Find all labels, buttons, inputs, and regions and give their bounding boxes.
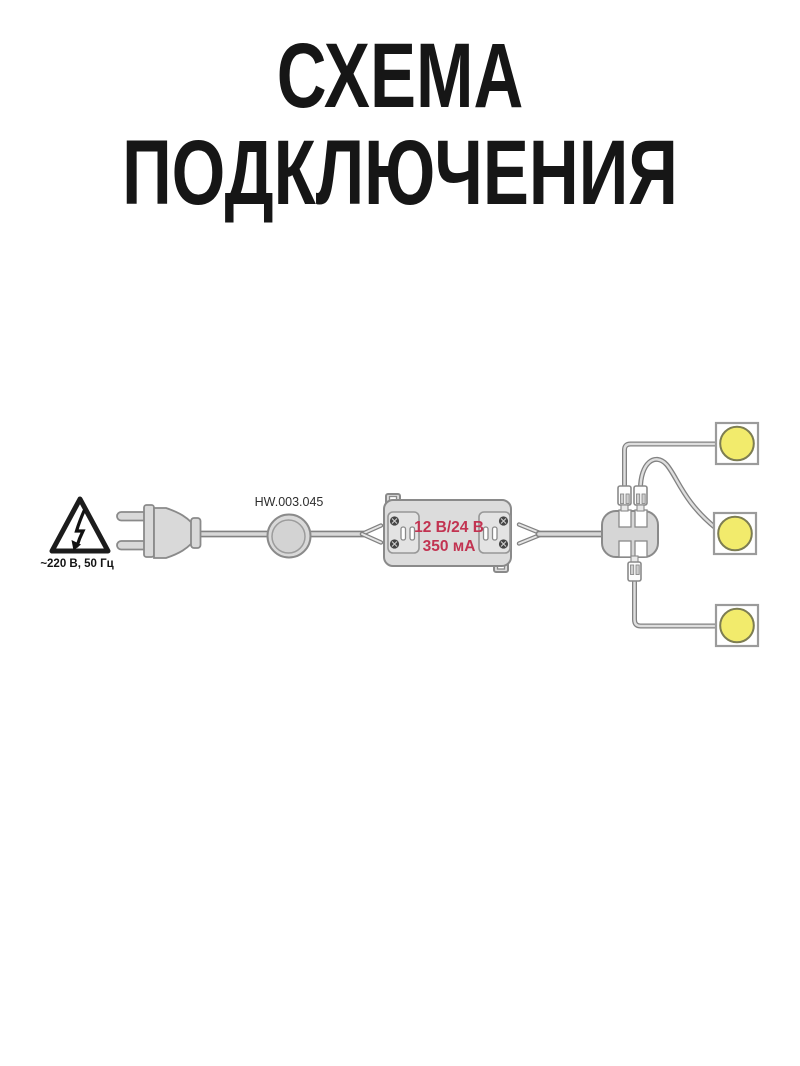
page-title: СХЕМА ПОДКЛЮЧЕНИЯ <box>100 28 700 221</box>
connector-plug-icon <box>617 485 632 512</box>
lightning-arrowhead <box>71 540 81 551</box>
distributor-port <box>634 540 648 558</box>
driver-current-label: 350 мА <box>423 538 476 555</box>
switch-model-label: HW.003.045 <box>255 495 324 509</box>
driver-terminal-left <box>387 511 420 554</box>
title-line-1: СХЕМА <box>276 25 524 127</box>
led-lens <box>719 425 755 462</box>
distributor-icon <box>601 509 659 558</box>
driver-voltage-label: 12 В/24 В <box>414 519 484 536</box>
led-module-icon <box>714 603 760 648</box>
driver-input-split-wires <box>359 523 384 545</box>
title-line-2: ПОДКЛЮЧЕНИЯ <box>122 121 678 224</box>
connector-plug-icon <box>627 555 642 582</box>
distributor-port <box>618 509 632 528</box>
driver-terminal-right <box>478 511 511 554</box>
led-module-icon <box>714 421 760 466</box>
led-module-icon <box>712 511 758 556</box>
led-lens <box>719 607 755 644</box>
inline-switch-icon <box>266 513 312 559</box>
distributor-port <box>618 540 632 558</box>
led-lens <box>717 515 753 552</box>
led-driver-icon: 12 В/24 В 350 мА <box>383 493 512 573</box>
led-branch-wires <box>622 441 721 629</box>
high-voltage-warning-icon <box>49 496 111 554</box>
lightning-bolt-icon <box>74 509 86 548</box>
distributor-port <box>634 509 648 528</box>
mains-voltage-label: ~220 В, 50 Гц <box>40 558 113 570</box>
driver-output-split-wires <box>516 522 543 546</box>
connector-plug-icon <box>633 485 648 512</box>
power-plug-icon <box>116 504 202 559</box>
